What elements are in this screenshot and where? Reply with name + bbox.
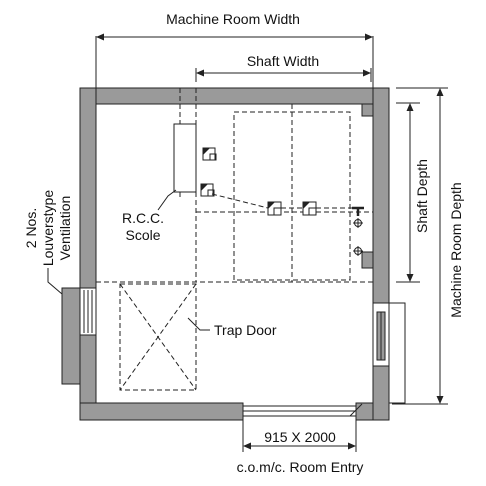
left-louver-ventilation [61, 287, 97, 385]
trap-door [119, 283, 197, 391]
right-louver-ventilation [372, 302, 406, 404]
rope-hole-icon [267, 201, 282, 216]
right-wall-upper [372, 87, 390, 304]
room-walls [79, 87, 390, 421]
rope-hole-icon [202, 147, 217, 161]
rcc-label-line1: R.C.C. [122, 210, 164, 226]
door-size-label: 915 X 2000 [264, 429, 336, 445]
right-wall-notch [361, 103, 374, 117]
ventilation-label-line2: Louverstype [40, 190, 56, 266]
rope-hole-icon [302, 201, 317, 216]
ventilation-label-line3: Ventilation [57, 196, 73, 261]
bottom-wall-left [79, 402, 244, 421]
room-entry-label: c.o.m/c. Room Entry [237, 459, 364, 475]
ventilation-callout: 2 Nos. Louverstype Ventilation [23, 190, 73, 295]
rcc-label-line2: Scole [125, 227, 160, 243]
shaft-width-dimension: Shaft Width [195, 53, 372, 82]
top-wall [79, 87, 390, 105]
left-wall-upper [79, 87, 97, 289]
rcc-callout: R.C.C. Scole [122, 189, 177, 243]
machine-room-depth-dimension: Machine Room Depth [392, 87, 464, 405]
trap-door-label: Trap Door [214, 322, 277, 338]
right-side-symbols [352, 206, 364, 256]
t-marker-icon [352, 206, 364, 216]
rcc-scale-beam [173, 123, 197, 193]
right-wall-notch-lower [361, 251, 374, 269]
trap-door-callout: Trap Door [187, 317, 277, 338]
entry-door [242, 403, 363, 417]
lift-shaft-outline [96, 87, 373, 283]
machine-room-width-label: Machine Room Width [166, 11, 300, 27]
shaft-depth-label: Shaft Depth [414, 159, 430, 233]
door-size-dimension: 915 X 2000 c.o.m/c. Room Entry [237, 420, 364, 475]
rope-hole-icon [200, 183, 215, 197]
shaft-width-label: Shaft Width [247, 53, 319, 69]
crosshair-icon [353, 246, 363, 256]
rope-hole-markers [200, 147, 358, 216]
machine-room-width-dimension: Machine Room Width [95, 11, 374, 90]
shaft-depth-dimension: Shaft Depth [396, 102, 430, 283]
machine-room-depth-label: Machine Room Depth [448, 182, 464, 317]
crosshair-icon [353, 218, 363, 228]
right-wall-lower [372, 365, 390, 421]
ventilation-label-line1: 2 Nos. [23, 208, 39, 248]
